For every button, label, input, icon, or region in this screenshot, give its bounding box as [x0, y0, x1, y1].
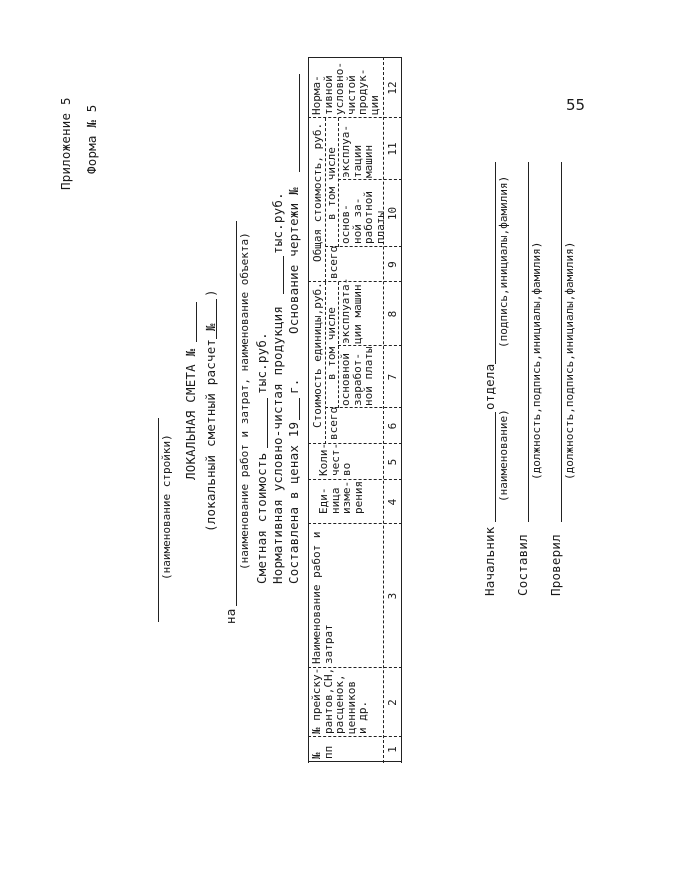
norm-label: Нормативная условно-чистая продукция: [270, 305, 285, 584]
col-number-7: 7: [386, 373, 399, 381]
estimate-subtitle: (локальный сметный расчет №: [203, 323, 218, 532]
prices-year-unit: г.: [286, 378, 301, 394]
table-bottom-border: [401, 57, 402, 763]
construction-caption: (наименование стройки): [160, 434, 173, 580]
head-mid: отдела: [482, 363, 497, 410]
page-number: 55: [566, 96, 586, 114]
object-prefix: на: [223, 608, 238, 624]
col-number-1: 1: [386, 746, 399, 753]
head-name-caption: (наименование): [497, 409, 510, 502]
head-sign-line: [495, 162, 496, 364]
form-number: Форма № 5: [84, 104, 99, 174]
prices-label: Составлена в ценах 19: [286, 421, 301, 584]
cost-label: Сметная стоимость: [254, 452, 269, 584]
estimate-title: ЛОКАЛЬНАЯ СМЕТА №: [183, 348, 198, 480]
col-number-5: 5: [386, 458, 399, 466]
header-total-total: всего: [327, 245, 340, 279]
estimate-subtitle-end: ): [203, 289, 218, 297]
basis-label: Основание чертежи №: [286, 187, 301, 334]
cost-line: [267, 398, 268, 448]
table-top-border: [308, 57, 309, 763]
header-total-cost: Общая стоимость, руб.: [311, 122, 324, 262]
col-number-10: 10: [386, 206, 399, 221]
header-work-name: Наименование работ и затрат: [310, 531, 335, 664]
compiled-line: [528, 162, 529, 522]
header-price-list: № прейску- рантов,СН, расценок, ценников…: [310, 667, 369, 734]
head-label: Начальник: [482, 526, 497, 596]
header-unit-basic-wage: основной заработ- ной платы: [339, 346, 375, 406]
compiled-label: Составил: [515, 534, 530, 596]
object-caption: (наименование работ и затрат, наименован…: [238, 232, 251, 570]
header-unit-total: всего: [327, 406, 340, 440]
header-unit-incl: в том числе: [325, 307, 338, 380]
col-number-8: 8: [386, 310, 399, 318]
checked-line: [561, 162, 562, 522]
head-name-line: [495, 412, 496, 522]
col-number-4: 4: [386, 498, 399, 506]
head-sign-caption: (подпись,инициалы,фамилия): [497, 175, 510, 348]
col-number-12: 12: [386, 81, 399, 95]
compiled-caption: (должность,подпись,инициалы,фамилия): [530, 241, 543, 480]
norm-line: [283, 256, 284, 294]
header-quantity: Коли- чест- во: [317, 442, 353, 476]
col-number-6: 6: [386, 422, 399, 430]
year-line: [299, 398, 300, 420]
header-total-machine-op: эксплуа- тации машин: [339, 125, 375, 178]
object-line: [236, 221, 237, 606]
col-number-2: 2: [386, 699, 399, 706]
construction-line: [158, 418, 159, 622]
header-unit: Еди- ница изме- рения: [317, 480, 365, 514]
col-number-3: 3: [386, 592, 399, 600]
appendix-label: Приложение 5: [58, 97, 73, 190]
header-unit-cost: Стоимость единицы,руб.: [311, 282, 324, 428]
col-number-9: 9: [386, 261, 399, 268]
basis-line: [299, 74, 300, 172]
col-number-11: 11: [386, 142, 399, 156]
header-unit-machine-op: эксплуата- ции машин: [339, 277, 364, 344]
checked-caption: (должность,подпись,инициалы,фамилия): [563, 241, 576, 480]
subtitle-number-line: [216, 299, 217, 339]
estimate-number-line: [196, 302, 197, 342]
header-row-number: № пп: [310, 745, 335, 759]
header-total-incl: в том числе: [325, 147, 338, 220]
norm-unit: тыс.руб.: [270, 192, 285, 254]
checked-label: Проверил: [548, 534, 563, 596]
table-number-row-line: [383, 57, 384, 763]
header-norm-production: Норма- тивной условно- чистой продук- ци…: [310, 62, 381, 115]
header-total-basic-wage: основ- ной за- работной платы: [339, 191, 387, 244]
cost-unit: тыс.руб.: [254, 332, 269, 394]
